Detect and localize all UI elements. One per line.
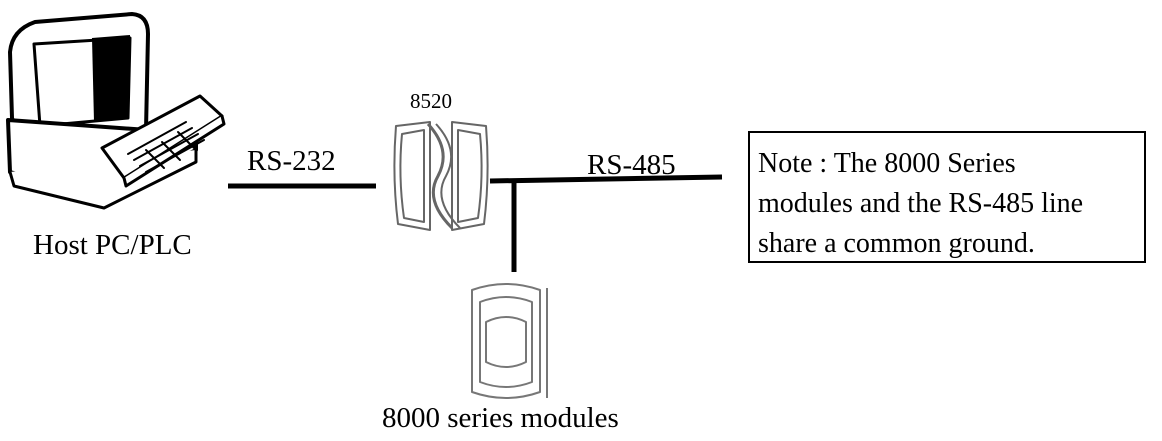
- note-line: modules and the RS-485 line: [758, 188, 1084, 219]
- host-label: Host PC/PLC: [33, 229, 192, 261]
- converter-icon: [393, 121, 489, 231]
- computer-icon: [6, 12, 226, 210]
- module-icon: [471, 283, 548, 399]
- rs485-line: [489, 174, 723, 184]
- modules-label: 8000 series modules: [382, 402, 619, 434]
- rs485-label: RS-485: [587, 149, 676, 181]
- converter-label: 8520: [410, 89, 452, 113]
- note-line: share a common ground.: [758, 228, 1035, 259]
- note-line: Note : The 8000 Series: [758, 148, 1016, 179]
- rs232-label: RS-232: [247, 145, 336, 177]
- note-box: Note : The 8000 Series modules and the R…: [748, 131, 1146, 263]
